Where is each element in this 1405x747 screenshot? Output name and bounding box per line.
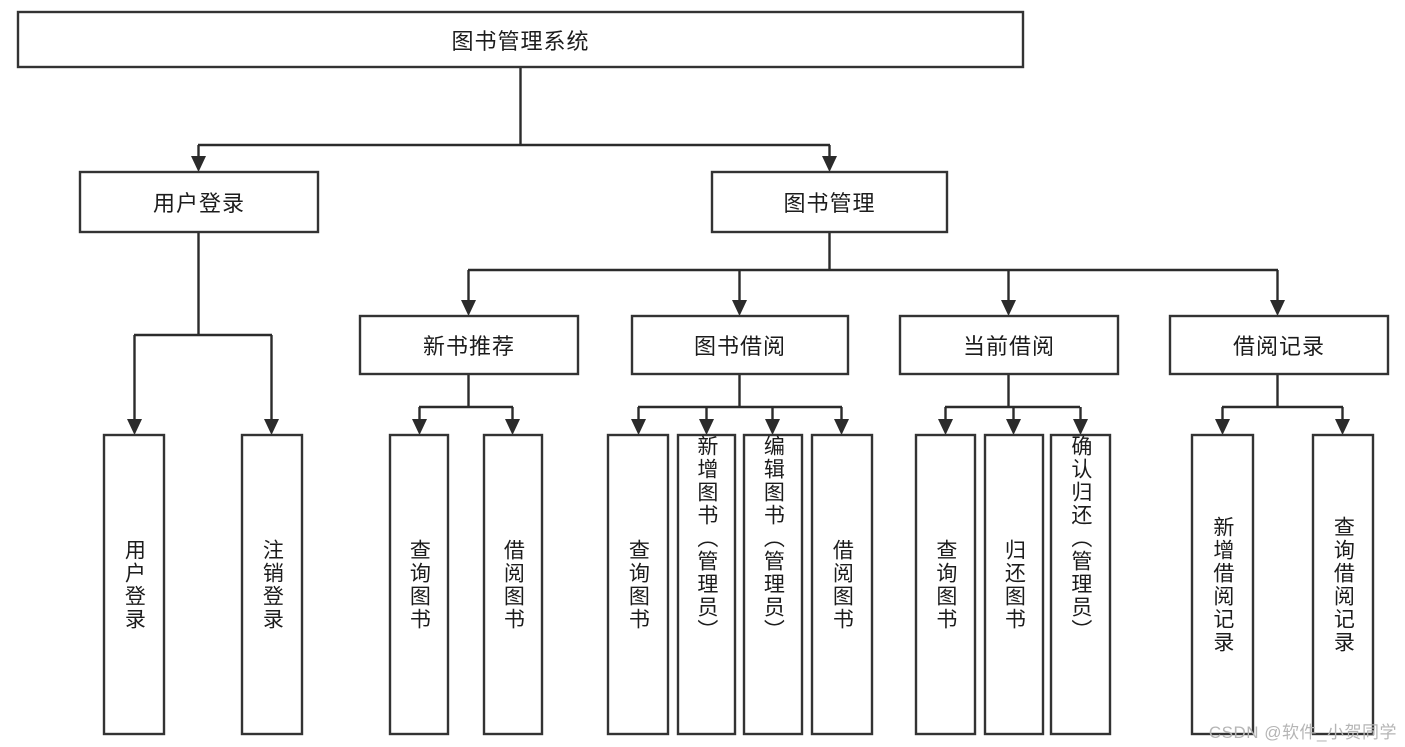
node-box-borrow-record[interactable] (1168, 314, 1390, 376)
node-box-book-borrow[interactable] (630, 314, 850, 376)
connector-group-root-to-level2 (191, 67, 837, 172)
watermark-text: CSDN @软件_小贺同学 (1208, 723, 1397, 742)
arrowhead-new-book-rec (461, 300, 476, 316)
node-box-leaf-0[interactable] (102, 433, 166, 736)
node-box-leaf-7[interactable] (810, 433, 874, 736)
arrowhead-bb-leaf3 (765, 419, 780, 435)
arrowhead-cb-leaf3 (1073, 419, 1088, 435)
arrowhead-borrow-record (1270, 300, 1285, 316)
node-box-book-management[interactable] (710, 170, 949, 234)
arrowhead-cb-leaf2 (1006, 419, 1021, 435)
node-box-leaf-3[interactable] (482, 433, 544, 736)
arrowhead-user-login (191, 156, 206, 172)
node-box-leaf-1[interactable] (240, 433, 304, 736)
arrowhead-leaf-logout (264, 419, 279, 435)
arrowhead-book-mgmt (822, 156, 837, 172)
node-box-new-book-recommend[interactable] (358, 314, 580, 376)
node-box-leaf-5[interactable] (676, 433, 737, 736)
node-box-leaf-4[interactable] (606, 433, 670, 736)
node-box-leaf-12[interactable] (1311, 433, 1375, 736)
arrowhead-bb-leaf4 (834, 419, 849, 435)
arrowhead-leaf-user-login (127, 419, 142, 435)
arrowhead-br-leaf1 (1215, 419, 1230, 435)
node-box-leaf-6[interactable] (742, 433, 804, 736)
arrowhead-nbr-leaf2 (505, 419, 520, 435)
node-box-leaf-11[interactable] (1190, 433, 1255, 736)
node-box-leaf-9[interactable] (983, 433, 1045, 736)
connector-group-current-borrow-to-leaves (938, 374, 1088, 435)
arrowhead-bb-leaf1 (631, 419, 646, 435)
arrowhead-book-borrow (732, 300, 747, 316)
arrowhead-current-borrow (1001, 300, 1016, 316)
node-box-leaf-8[interactable] (914, 433, 977, 736)
node-box-leaf-2[interactable] (388, 433, 450, 736)
arrowhead-nbr-leaf1 (412, 419, 427, 435)
connector-group-borrow-record-to-leaves (1215, 374, 1350, 435)
node-box-leaf-10[interactable] (1049, 433, 1112, 736)
connector-group-book-mgmt-to-level3 (461, 232, 1285, 316)
connector-group-new-book-rec-to-leaves (412, 374, 520, 435)
connector-group-user-login-to-leaves (127, 232, 279, 435)
node-box-root[interactable] (16, 10, 1025, 69)
node-box-current-borrow[interactable] (898, 314, 1120, 376)
arrowhead-bb-leaf2 (699, 419, 714, 435)
arrowhead-cb-leaf1 (938, 419, 953, 435)
node-box-user-login[interactable] (78, 170, 320, 234)
arrowhead-br-leaf2 (1335, 419, 1350, 435)
connector-group-book-borrow-to-leaves (631, 374, 849, 435)
